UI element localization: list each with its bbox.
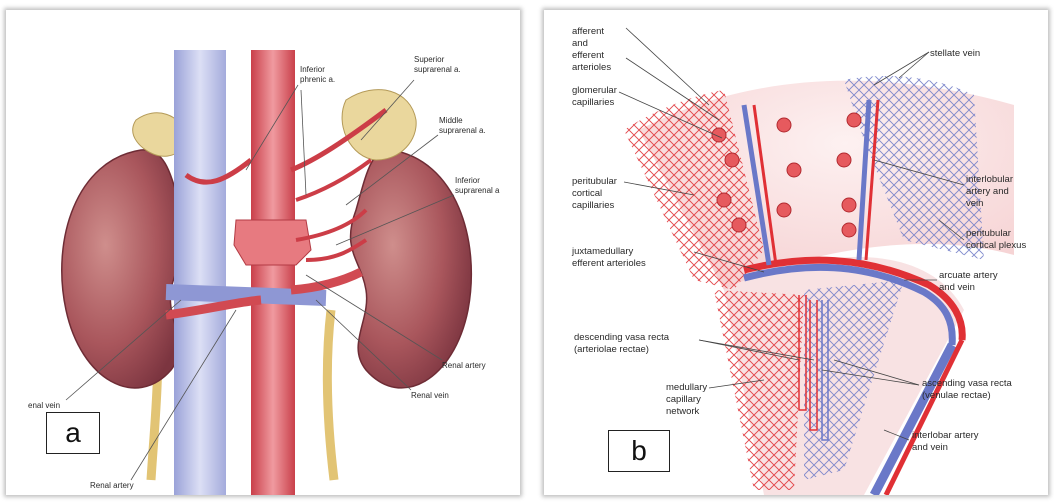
label-peritubular-cortical-1: peritubular: [572, 176, 617, 187]
label-inferior-phrenic-2: phrenic a.: [300, 75, 335, 84]
label-middle-suprarenal-1: Middle: [439, 116, 463, 125]
label-afferent-3: efferent: [572, 50, 604, 61]
label-superior-suprarenal-2: suprarenal a.: [414, 65, 461, 74]
label-interlobular-1: interlobular: [966, 174, 1013, 185]
label-peritubular-plexus-1: peritubular: [966, 228, 1011, 239]
inferior-vena-cava: [174, 50, 226, 495]
right-ureter: [327, 310, 334, 480]
microcirculation-illustration: afferent and efferent arterioles glomeru…: [544, 10, 1048, 495]
label-inferior-suprarenal-2: suprarenal a: [455, 186, 500, 195]
left-kidney: [62, 150, 187, 388]
aorta: [251, 50, 295, 495]
label-interlobular-2: artery and: [966, 186, 1009, 197]
label-ascending-1: ascending vasa recta: [922, 378, 1012, 389]
label-renal-vein-left: enal vein: [28, 401, 60, 410]
medullary-capillary-mesh: [714, 290, 804, 490]
label-inferior-suprarenal-1: Inferior: [455, 176, 480, 185]
label-stellate: stellate vein: [930, 48, 980, 59]
label-juxtamedullary-1: juxtamedullary: [571, 246, 633, 257]
label-arcuate-1: arcuate artery: [939, 270, 998, 281]
label-descending-1: descending vasa recta: [574, 332, 670, 343]
label-medullary-3: network: [666, 406, 700, 417]
panel-a-tag: a: [46, 412, 100, 454]
label-interlobular-3: vein: [966, 198, 983, 209]
label-juxtamedullary-2: efferent arterioles: [572, 258, 646, 269]
artery-trunks: [234, 220, 311, 265]
label-afferent-2: and: [572, 38, 588, 49]
label-medullary-1: medullary: [666, 382, 707, 393]
label-glomerular-2: capillaries: [572, 97, 614, 108]
label-peritubular-cortical-3: capillaries: [572, 200, 614, 211]
label-renal-vein-right: Renal vein: [411, 391, 449, 400]
label-interlobar-2: and vein: [912, 442, 948, 453]
label-glomerular-1: glomerular: [572, 85, 617, 96]
label-superior-suprarenal-1: Superior: [414, 55, 445, 64]
label-middle-suprarenal-2: suprarenal a.: [439, 126, 486, 135]
label-peritubular-plexus-2: cortical plexus: [966, 240, 1026, 251]
label-arcuate-2: and vein: [939, 282, 975, 293]
label-renal-artery-left: Renal artery: [90, 481, 134, 490]
panel-a-kidney-gross-anatomy: Inferior phrenic a. Superior suprarenal …: [6, 10, 520, 495]
label-renal-artery-right: Renal artery: [442, 361, 486, 370]
label-descending-2: (arteriolae rectae): [574, 344, 649, 355]
label-afferent-4: arterioles: [572, 62, 611, 73]
label-medullary-2: capillary: [666, 394, 701, 405]
label-afferent-1: afferent: [572, 26, 604, 37]
right-kidney: [351, 150, 472, 388]
label-inferior-phrenic-1: Inferior: [300, 65, 325, 74]
panel-b-renal-microcirculation: afferent and efferent arterioles glomeru…: [544, 10, 1048, 495]
label-peritubular-cortical-2: cortical: [572, 188, 602, 199]
label-interlobar-1: interlobar artery: [912, 430, 979, 441]
right-adrenal-gland: [342, 90, 416, 160]
label-ascending-2: (venulae rectae): [922, 390, 991, 401]
panel-b-tag: b: [608, 430, 670, 472]
